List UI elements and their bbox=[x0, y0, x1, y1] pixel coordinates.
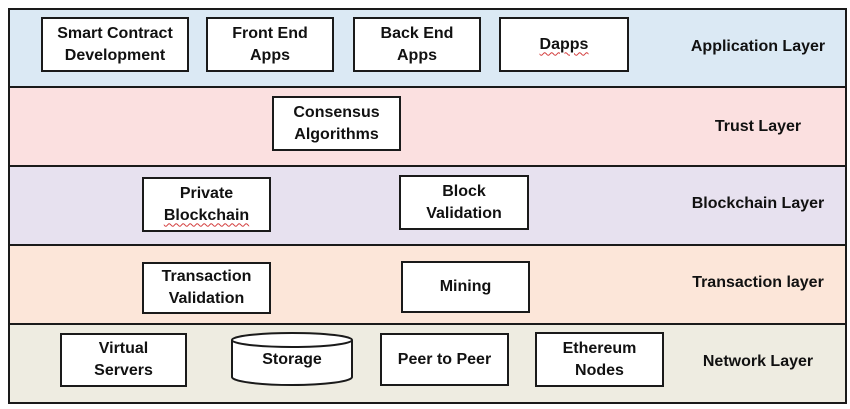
consensus-algorithms-line2: Algorithms bbox=[294, 125, 379, 143]
front-end-apps-box: Front End Apps bbox=[206, 17, 334, 72]
peer-to-peer-box: Peer to Peer bbox=[380, 333, 509, 386]
mining-box: Mining bbox=[401, 261, 530, 313]
back-end-apps-line2: Apps bbox=[397, 46, 437, 64]
back-end-apps-box: Back End Apps bbox=[353, 17, 481, 72]
ethereum-nodes-line1: Ethereum bbox=[562, 339, 637, 357]
virtual-servers-line2: Servers bbox=[94, 362, 153, 379]
peer-to-peer-label: Peer to Peer bbox=[397, 350, 492, 368]
front-end-apps-line1: Front End bbox=[232, 24, 308, 42]
virtual-servers-box: Virtual Servers bbox=[60, 333, 187, 387]
transaction-validation-line1: Transaction bbox=[161, 268, 252, 285]
ethereum-nodes-line2: Nodes bbox=[575, 361, 624, 379]
block-validation-box: Block Validation bbox=[399, 175, 529, 230]
network-layer-label: Network Layer bbox=[702, 353, 814, 370]
ethereum-nodes-box: Ethereum Nodes bbox=[535, 332, 664, 387]
mining-label: Mining bbox=[439, 278, 492, 295]
smart-contract-development-line2: Development bbox=[64, 46, 166, 64]
application-layer-label: Application Layer bbox=[690, 38, 826, 55]
transaction-layer-label: Transaction layer bbox=[692, 274, 824, 291]
dapps-box: Dapps bbox=[499, 17, 629, 72]
private-blockchain-line1: Private bbox=[179, 184, 234, 202]
front-end-apps-line2: Apps bbox=[250, 46, 290, 64]
trust-layer: Trust Layer bbox=[8, 86, 847, 165]
private-blockchain-box: Private Blockchain bbox=[142, 177, 271, 232]
block-validation-line1: Block bbox=[442, 182, 486, 200]
blockchain-layer-label: Blockchain Layer bbox=[691, 195, 825, 212]
database-cylinder-icon bbox=[231, 332, 353, 386]
storage-cylinder: Storage bbox=[230, 331, 354, 387]
transaction-validation-box: Transaction Validation bbox=[142, 262, 271, 314]
back-end-apps-line1: Back End bbox=[380, 24, 454, 42]
smart-contract-development-line1: Smart Contract bbox=[57, 24, 173, 42]
block-validation-line2: Validation bbox=[426, 204, 502, 222]
consensus-algorithms-box: Consensus Algorithms bbox=[272, 96, 401, 151]
dapps-label: Dapps bbox=[539, 35, 589, 53]
smart-contract-development-box: Smart Contract Development bbox=[41, 17, 189, 72]
storage-label: Storage bbox=[262, 351, 322, 368]
consensus-algorithms-line1: Consensus bbox=[293, 103, 380, 121]
trust-layer-label: Trust Layer bbox=[714, 118, 802, 135]
virtual-servers-line1: Virtual bbox=[98, 340, 149, 357]
private-blockchain-line2: Blockchain bbox=[163, 206, 250, 224]
transaction-validation-line2: Validation bbox=[168, 290, 245, 307]
